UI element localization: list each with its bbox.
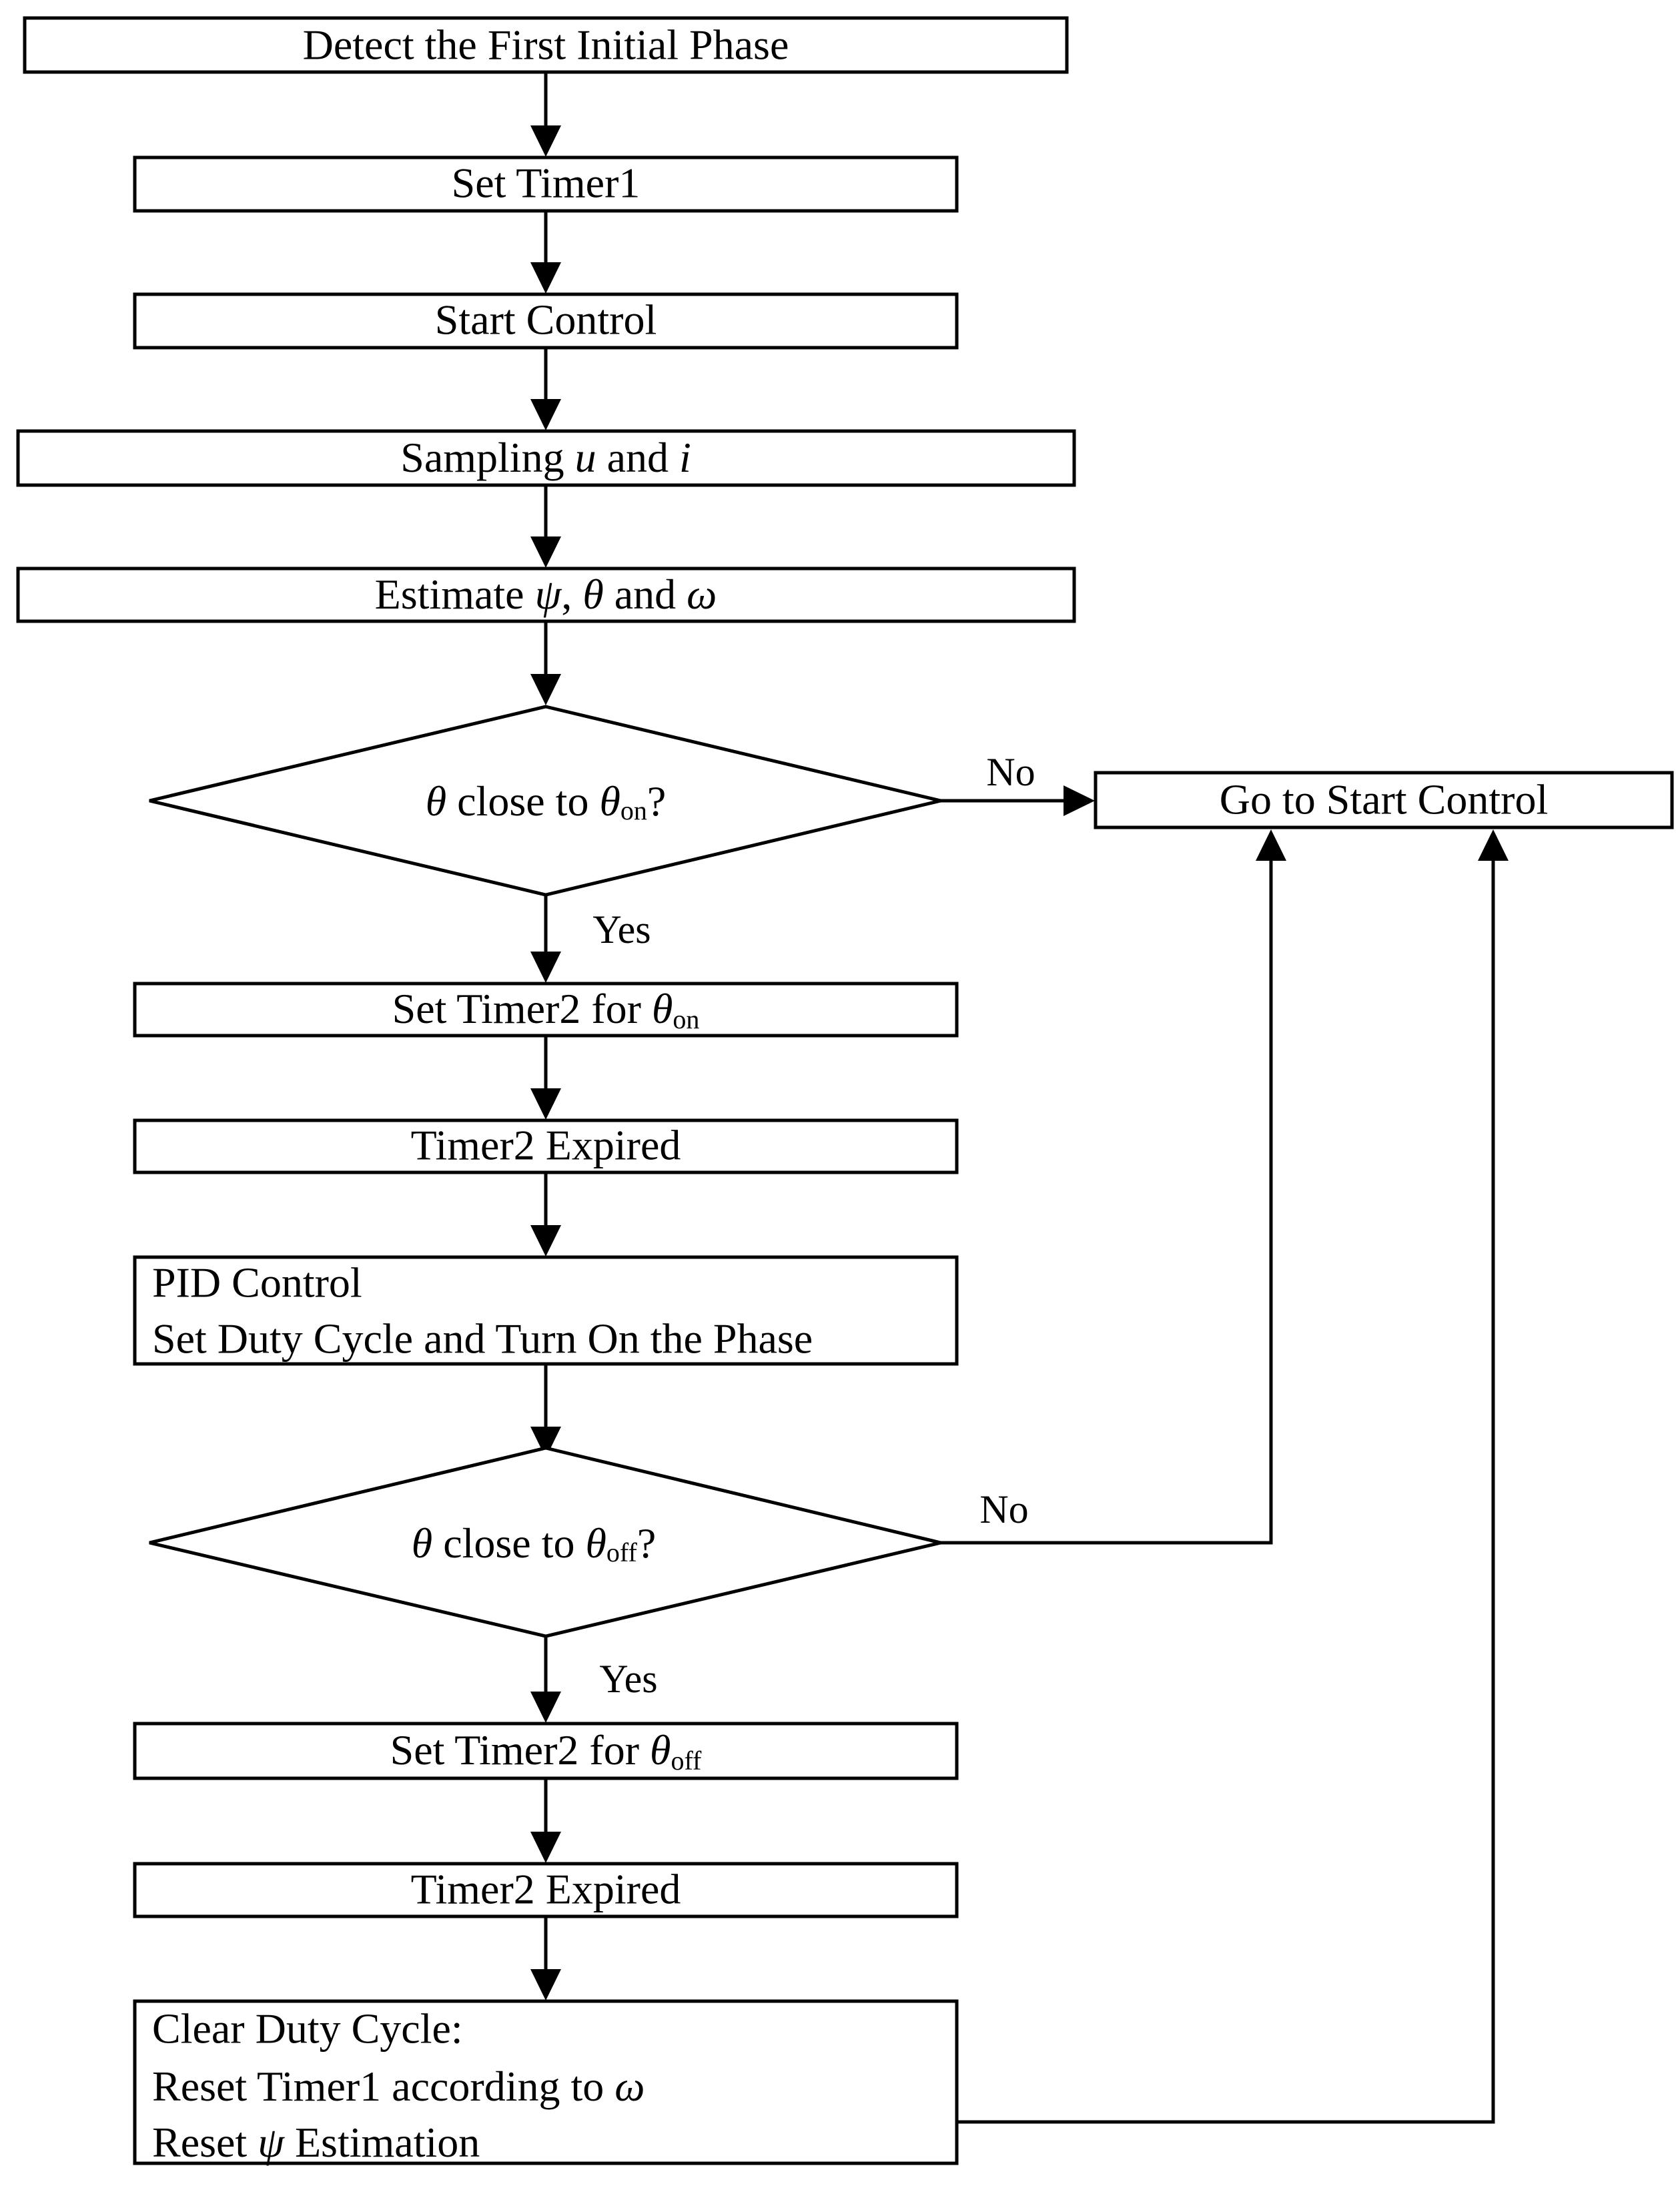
- estimate-label: Estimate ψ, θ and ω: [375, 571, 717, 618]
- process-set-timer1: Set Timer1: [133, 155, 959, 213]
- arrowhead-up: [1256, 829, 1286, 861]
- clear-duty-line1: Clear Duty Cycle:: [152, 2005, 463, 2053]
- arrowhead-down: [530, 952, 561, 983]
- pid-control-line1: PID Control: [152, 1259, 362, 1307]
- process-sampling: Sampling u and i: [16, 429, 1076, 487]
- detect-phase-label: Detect the First Initial Phase: [303, 21, 789, 69]
- decision-off-label: θ close to θoff?: [412, 1519, 656, 1567]
- process-set-timer2-on: Set Timer2 for θon: [133, 982, 959, 1038]
- arrowhead-down: [530, 1832, 561, 1863]
- arrowhead-down: [530, 674, 561, 705]
- connectors: [544, 73, 1495, 2124]
- process-start-control: Start Control: [133, 292, 959, 350]
- arrowhead-up: [1478, 829, 1509, 861]
- yes-label-off: Yes: [599, 1657, 657, 1701]
- arrowhead-down: [530, 399, 561, 430]
- connector-clear-to-go-start: [957, 853, 1495, 2124]
- arrowhead-down: [530, 1427, 561, 1458]
- arrowhead-down: [530, 1969, 561, 2000]
- decision-theta-on: θ close to θon?: [149, 705, 941, 897]
- connector-decision-off-no: [941, 853, 1273, 1545]
- timer2-expired-label-1: Timer2 Expired: [411, 1122, 681, 1169]
- yes-label-on: Yes: [592, 907, 651, 952]
- start-control-label: Start Control: [435, 296, 657, 344]
- arrowhead-down: [530, 1692, 561, 1723]
- timer2-expired-label-2: Timer2 Expired: [411, 1866, 681, 1913]
- arrowhead-down: [530, 1225, 561, 1256]
- arrowheads: [530, 125, 1509, 2000]
- set-timer1-label: Set Timer1: [452, 159, 641, 207]
- process-clear-duty-cycle: Clear Duty Cycle: Reset Timer1 according…: [133, 1999, 959, 2166]
- pid-control-line2: Set Duty Cycle and Turn On the Phase: [152, 1315, 813, 1363]
- process-set-timer2-off: Set Timer2 for θoff: [133, 1722, 959, 1780]
- decision-theta-off: θ close to θoff?: [149, 1446, 941, 1638]
- set-timer2-on-label: Set Timer2 for θon: [392, 985, 700, 1034]
- arrowhead-right: [1064, 785, 1095, 816]
- process-go-to-start: Go to Start Control: [1094, 771, 1674, 829]
- arrowhead-down: [530, 262, 561, 294]
- set-timer2-off-label: Set Timer2 for θoff: [390, 1726, 702, 1776]
- decision-on-label: θ close to θon?: [426, 777, 667, 825]
- clear-duty-line3: Reset ψ Estimation: [152, 2119, 480, 2166]
- process-timer2-expired-2: Timer2 Expired: [133, 1862, 959, 1918]
- process-estimate: Estimate ψ, θ and ω: [16, 567, 1076, 623]
- arrowhead-down: [530, 536, 561, 568]
- arrowhead-down: [530, 125, 561, 157]
- sampling-label: Sampling u and i: [400, 434, 691, 481]
- go-to-start-label: Go to Start Control: [1220, 776, 1548, 823]
- arrowhead-down: [530, 1088, 561, 1120]
- process-detect-phase: Detect the First Initial Phase: [23, 16, 1069, 74]
- process-timer2-expired-1: Timer2 Expired: [133, 1118, 959, 1174]
- no-label-on: No: [986, 750, 1035, 794]
- process-pid-control: PID Control Set Duty Cycle and Turn On t…: [133, 1255, 959, 1366]
- clear-duty-line2: Reset Timer1 according to ω: [152, 2063, 645, 2110]
- no-label-off: No: [979, 1487, 1028, 1531]
